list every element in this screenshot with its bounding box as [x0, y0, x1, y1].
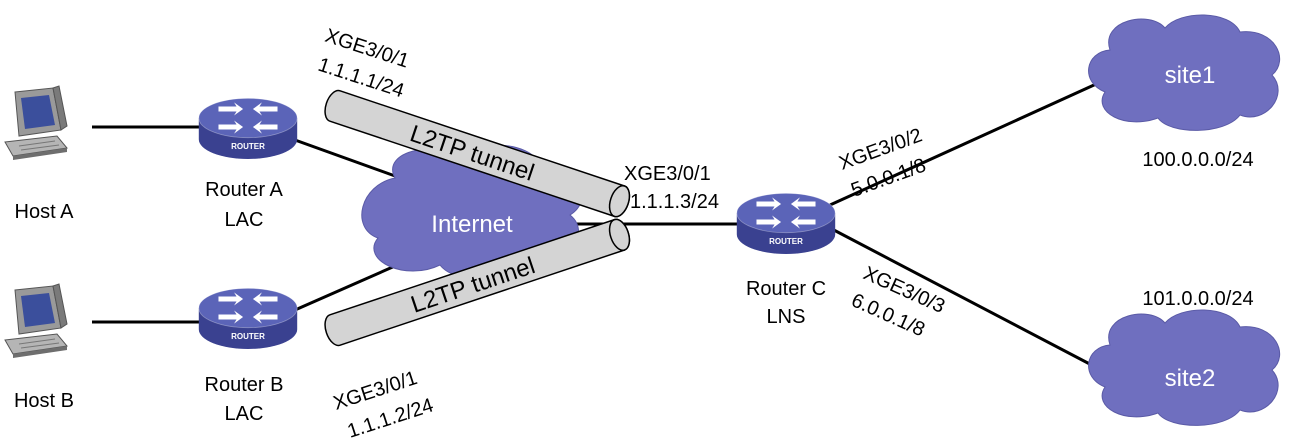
cloud-icon	[1088, 14, 1281, 131]
link-router-c-site2	[829, 226, 1106, 374]
host-a: Host A	[4, 85, 75, 223]
host-b-label: Host B	[14, 390, 74, 412]
router-a-badge: ROUTER	[231, 142, 265, 151]
internet-label: Internet	[431, 211, 513, 238]
router-c-badge: ROUTER	[769, 237, 803, 246]
host-b: Host B	[4, 283, 74, 412]
site2-cloud: site2	[1088, 309, 1281, 426]
desktop-pc-icon	[4, 85, 68, 161]
router-b-role: LAC	[225, 403, 264, 425]
host-a-label: Host A	[15, 201, 75, 223]
links	[92, 78, 1106, 374]
link-router-c-site1	[829, 78, 1106, 207]
site1-label: site1	[1165, 62, 1216, 89]
router-b-badge: ROUTER	[231, 332, 265, 341]
router-b: ROUTER Router B LAC	[198, 287, 298, 425]
router-b-label: Router B	[205, 374, 284, 396]
router-c-label: Router C	[746, 278, 826, 300]
iface-router-c-internet-ip: 1.1.1.3/24	[630, 191, 719, 213]
site2-label: site2	[1165, 365, 1216, 392]
router-a: ROUTER Router A LAC	[198, 97, 298, 231]
router-c: ROUTER Router C LNS	[736, 192, 836, 328]
router-a-label: Router A	[205, 179, 283, 201]
router-c-role: LNS	[767, 306, 806, 328]
site1-cloud: site1	[1088, 14, 1281, 131]
router-a-role: LAC	[225, 209, 264, 231]
desktop-pc-icon	[4, 283, 68, 359]
site1-subnet: 100.0.0.0/24	[1142, 149, 1253, 171]
iface-router-c-internet-name: XGE3/0/1	[624, 163, 711, 185]
cloud-icon	[1088, 309, 1281, 426]
site2-subnet: 101.0.0.0/24	[1142, 288, 1253, 310]
